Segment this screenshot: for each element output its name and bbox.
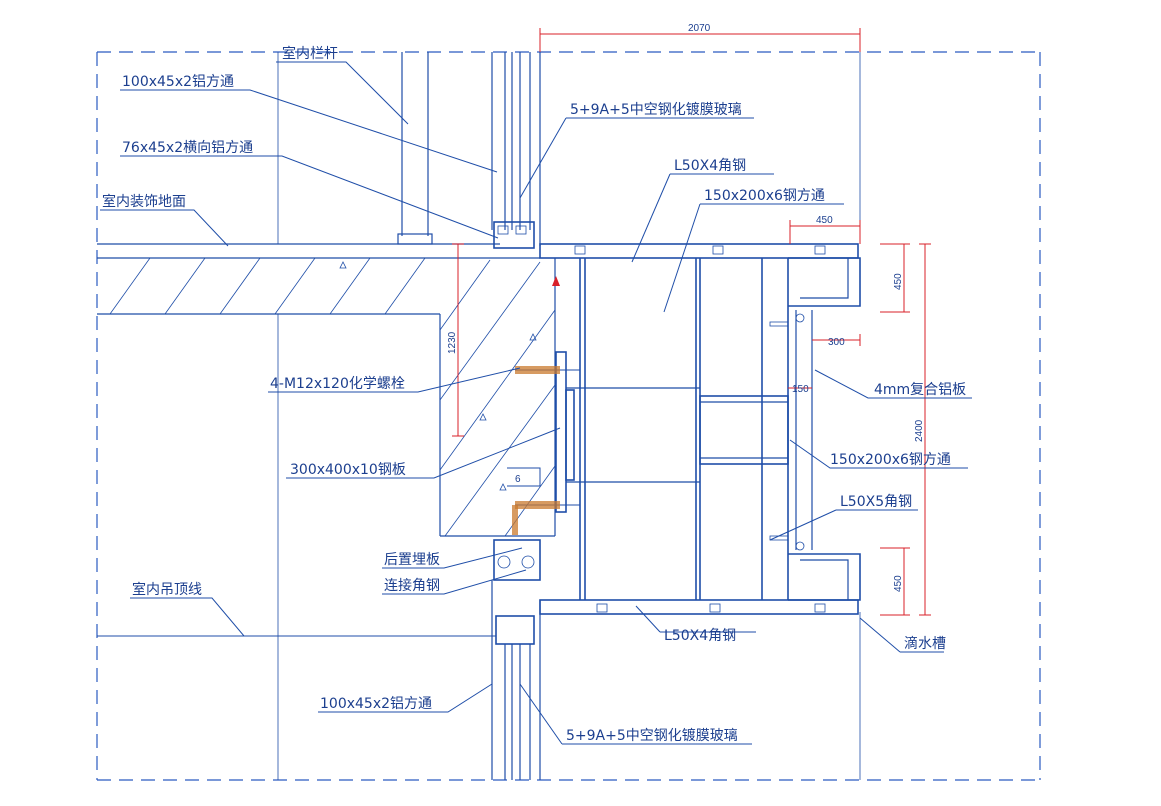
dim-top-return: 450 [816, 215, 833, 226]
drawing-frame [96, 51, 1041, 781]
label-angle-l50x5: L50X5角钢 [840, 494, 912, 510]
dim-lower-450: 450 [893, 575, 904, 592]
dimension-lines [452, 28, 931, 616]
dim-right-offset: 300 [828, 337, 845, 348]
label-connect-angle: 连接角钢 [384, 577, 440, 594]
label-glass-top: 5+9A+5中空钢化镀膜玻璃 [570, 101, 742, 118]
label-steel-tube-150-top: 150x200x6钢方通 [704, 188, 825, 204]
label-steel-plate: 300x400x10钢板 [290, 462, 406, 478]
dim-inner-offset: 150 [792, 384, 809, 395]
leader-lines [97, 61, 972, 745]
label-composite-panel: 4mm复合铝板 [874, 381, 966, 398]
lower-glass-mullion [491, 539, 541, 780]
label-embedded-plate: 后置埋板 [384, 552, 440, 568]
label-alu-tube-100-top: 100x45x2铝方通 [122, 74, 234, 90]
floor-slab [97, 243, 556, 537]
label-drip-groove: 滴水槽 [904, 635, 946, 652]
dim-total-height: 2400 [914, 419, 925, 442]
embedded-plate-bolts [512, 276, 580, 535]
label-indoor-floor: 室内装饰地面 [102, 193, 186, 210]
label-steel-tube-150-right: 150x200x6钢方通 [830, 452, 951, 468]
label-chemical-bolt: 4-M12x120化学螺栓 [270, 376, 405, 392]
label-ceiling-line: 室内吊顶线 [132, 581, 202, 598]
upper-glass-mullion [491, 52, 541, 249]
dim-top-width: 2070 [688, 23, 711, 34]
indoor-railing [397, 52, 433, 245]
background-lines [277, 52, 861, 780]
label-alu-tube-100-bottom: 100x45x2铝方通 [320, 696, 432, 712]
label-angle-l50x4-top: L50X4角钢 [674, 158, 746, 174]
dimension-texts: 2070 450 300 150 6 1230 450 2400 450 [447, 23, 925, 592]
label-alu-tube-76: 76x45x2横向铝方通 [122, 140, 253, 156]
dim-upper-450: 450 [893, 273, 904, 290]
label-angle-l50x4-bottom: L50X4角钢 [664, 628, 736, 644]
label-indoor-railing: 室内栏杆 [282, 45, 338, 62]
dim-slab-height: 1230 [447, 331, 458, 354]
steel-frame [539, 243, 861, 615]
label-glass-bottom: 5+9A+5中空钢化镀膜玻璃 [566, 727, 738, 744]
dim-weld-symbol: 6 [515, 474, 521, 485]
annotation-labels: 室内栏杆 100x45x2铝方通 5+9A+5中空钢化镀膜玻璃 76x45x2横… [102, 45, 966, 744]
